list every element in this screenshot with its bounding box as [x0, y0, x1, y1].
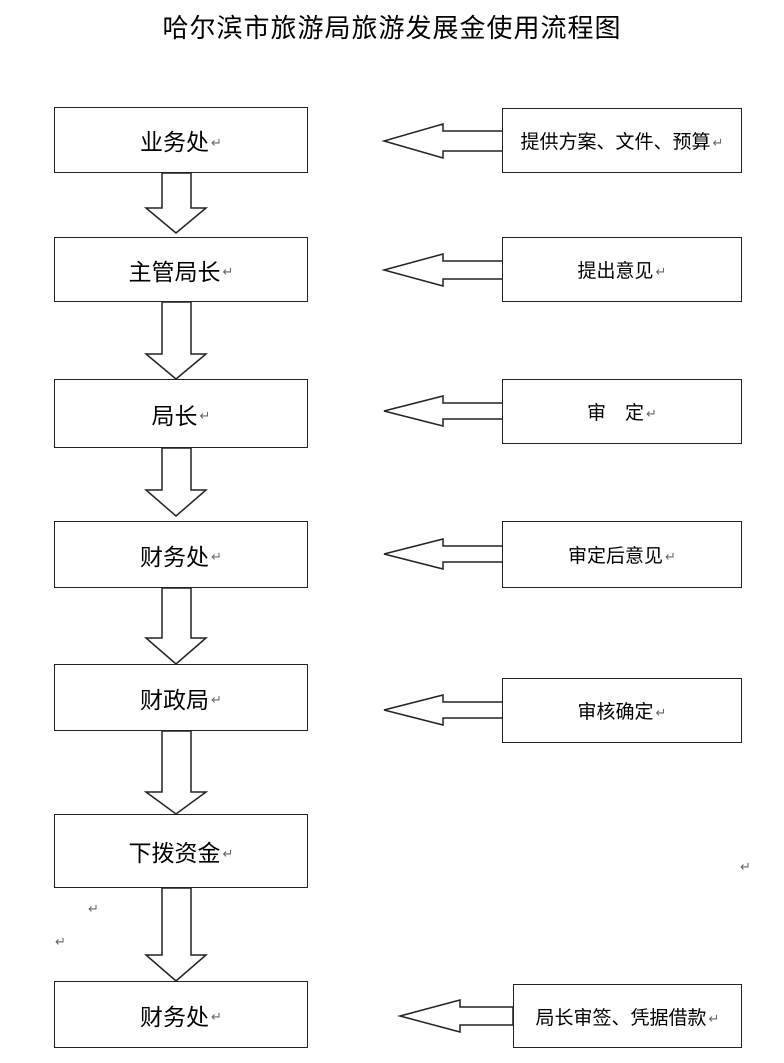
note-label: 审核确定	[577, 701, 654, 723]
step-box-finance-bureau: 财政局↵	[54, 664, 308, 731]
left-arrow-3	[383, 395, 504, 427]
note-label: 审 定	[587, 402, 645, 424]
step-box-deputy-director: 主管局长↵	[54, 237, 308, 302]
paragraph-mark-icon: ↵	[222, 265, 234, 280]
left-arrow-1	[381, 123, 504, 159]
down-arrow-4	[143, 587, 209, 665]
note-box-approve: 审 定↵	[502, 379, 742, 444]
paragraph-mark-icon: ↵	[712, 136, 724, 151]
step-label: 主管局长	[128, 259, 221, 286]
step-box-business-office: 业务处↵	[54, 107, 308, 173]
step-label: 财务处	[140, 1004, 210, 1031]
step-label: 业务处	[140, 130, 210, 156]
left-arrow-4	[383, 538, 504, 570]
step-box-finance-office-final: 财务处↵	[54, 981, 308, 1048]
paragraph-mark-icon: ↵	[655, 265, 667, 280]
step-label: 财政局	[140, 687, 210, 714]
note-label: 提供方案、文件、预算	[520, 131, 711, 153]
down-arrow-1	[143, 172, 209, 234]
step-label: 财务处	[140, 544, 210, 571]
paragraph-mark-icon: ↵	[88, 902, 99, 917]
down-arrow-6	[143, 887, 209, 982]
down-arrow-2	[143, 301, 209, 380]
paragraph-mark-icon: ↵	[211, 135, 222, 151]
left-arrow-6	[397, 999, 514, 1033]
paragraph-mark-icon: ↵	[211, 1010, 222, 1025]
left-arrow-2	[381, 253, 504, 287]
left-arrow-5	[383, 694, 504, 726]
page-title: 哈尔滨市旅游局旅游发展金使用流程图	[162, 14, 622, 44]
down-arrow-5	[143, 730, 209, 815]
paragraph-mark-icon: ↵	[655, 706, 667, 721]
step-box-fund-allocation: 下拨资金↵	[54, 814, 308, 888]
paragraph-mark-icon: ↵	[55, 935, 66, 950]
step-box-finance-office: 财务处↵	[54, 521, 308, 588]
note-box-provide-plan: 提供方案、文件、预算↵	[502, 108, 742, 173]
note-label: 局长审签、凭据借款	[535, 1006, 707, 1029]
note-box-give-opinion: 提出意见↵	[502, 237, 742, 302]
note-box-approval-opinion: 审定后意见↵	[502, 521, 742, 588]
step-box-director: 局长↵	[54, 379, 308, 448]
paragraph-mark-icon: ↵	[211, 550, 222, 565]
down-arrow-3	[143, 447, 209, 517]
paragraph-mark-icon: ↵	[211, 693, 222, 708]
paragraph-mark-icon: ↵	[740, 860, 751, 875]
step-label: 下拨资金	[128, 841, 221, 867]
note-box-director-sign-loan: 局长审签、凭据借款↵	[513, 984, 742, 1048]
paragraph-mark-icon: ↵	[199, 409, 211, 424]
note-box-review-confirm: 审核确定↵	[502, 678, 742, 743]
paragraph-mark-icon: ↵	[222, 846, 234, 862]
paragraph-mark-icon: ↵	[665, 550, 676, 565]
paragraph-mark-icon: ↵	[646, 407, 657, 422]
note-label: 提出意见	[577, 260, 654, 282]
paragraph-mark-icon: ↵	[708, 1011, 720, 1027]
note-label: 审定后意见	[568, 545, 664, 567]
step-label: 局长	[151, 403, 198, 430]
